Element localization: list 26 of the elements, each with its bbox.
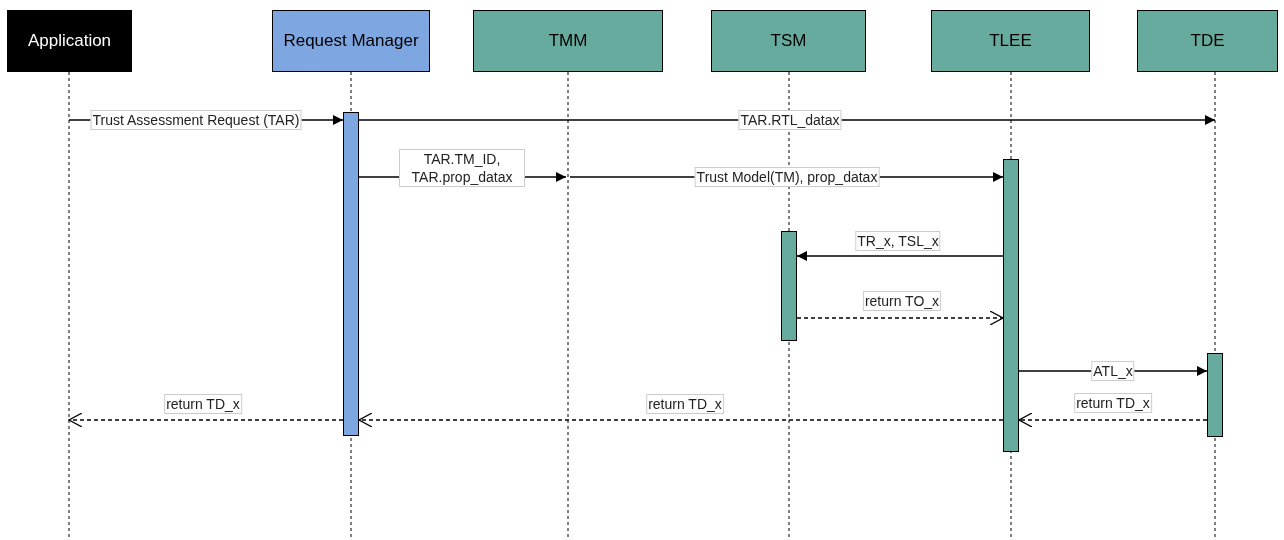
participant-box: TSM <box>711 10 866 72</box>
edge-label: Trust Model(TM), prop_datax <box>694 167 880 187</box>
participant-box: TDE <box>1137 10 1278 72</box>
arrow <box>358 412 1004 428</box>
edge-label: ATL_x <box>1091 361 1135 381</box>
participant-box: TLEE <box>931 10 1090 72</box>
edge-label: return TO_x <box>862 291 942 311</box>
participant-box: Request Manager <box>272 10 430 72</box>
activation-bar <box>1003 159 1019 452</box>
edge-label: TAR.RTL_datax <box>738 110 842 130</box>
arrow <box>68 412 344 428</box>
edge-label: TAR.TM_ID, TAR.prop_datax <box>399 149 525 187</box>
participant-box: TMM <box>473 10 663 72</box>
participant-box: Application <box>7 10 132 72</box>
activation-bar <box>1207 353 1223 437</box>
arrow <box>796 251 1004 261</box>
edge-label: return TD_x <box>646 394 724 414</box>
arrow <box>358 115 1216 125</box>
edge-label: return TD_x <box>1074 393 1152 413</box>
edge-label: return TD_x <box>164 394 242 414</box>
activation-bar <box>343 112 359 436</box>
edge-label: TR_x, TSL_x <box>855 231 941 251</box>
arrow <box>1018 412 1208 428</box>
activation-bar <box>781 231 797 341</box>
edge-label: Trust Assessment Request (TAR) <box>90 110 302 130</box>
arrow <box>796 310 1004 326</box>
